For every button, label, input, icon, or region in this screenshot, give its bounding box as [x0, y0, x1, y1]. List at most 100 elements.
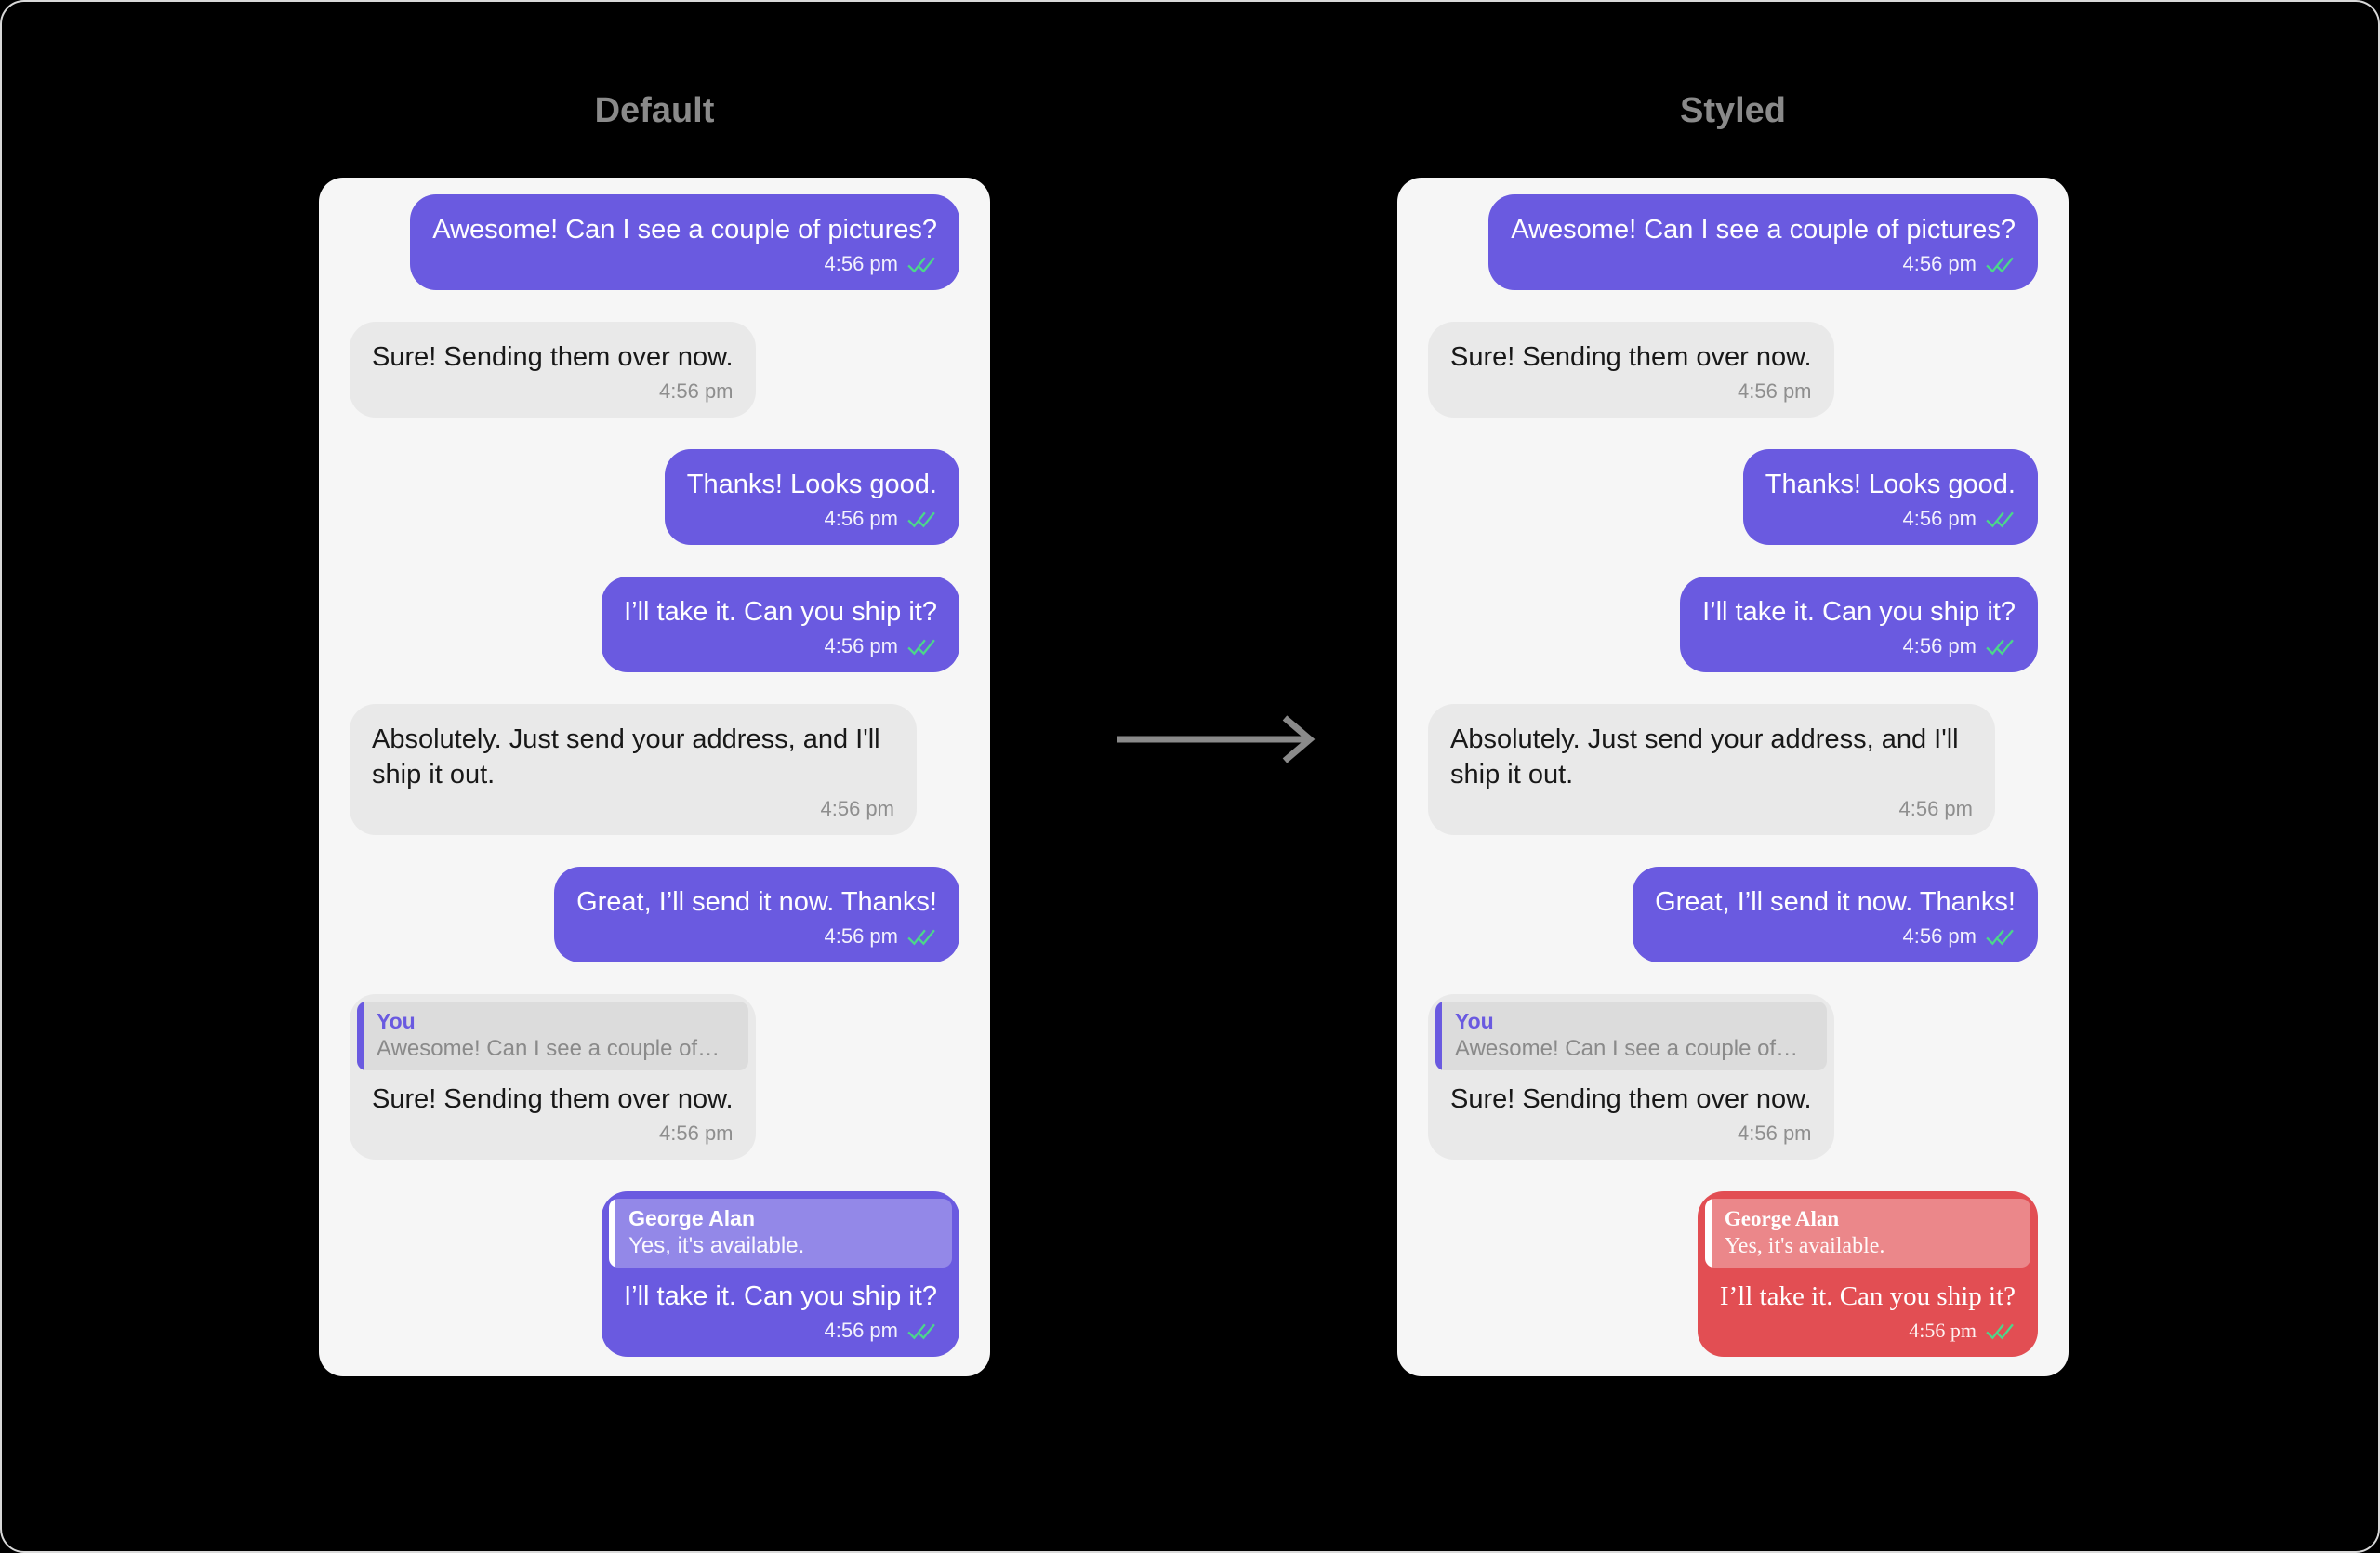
message-text: Sure! Sending them over now. [1450, 342, 1812, 372]
quote-text: Awesome! Can I see a couple of… [377, 1036, 721, 1061]
message-meta: 4:56 pm [624, 1317, 937, 1345]
message-meta: 4:56 pm [1702, 632, 2016, 660]
message-text: Awesome! Can I see a couple of pictures? [432, 215, 937, 245]
message-bubble[interactable]: Great, I’ll send it now. Thanks! 4:56 pm [554, 867, 959, 962]
quote-block: You Awesome! Can I see a couple of… [1435, 1002, 1827, 1070]
double-check-icon [907, 257, 935, 272]
message-row: George Alan Yes, it's available. I’ll ta… [350, 1191, 959, 1357]
double-check-icon [907, 639, 935, 655]
message-time: 4:56 pm [1902, 252, 1977, 275]
message-text: Great, I’ll send it now. Thanks! [1655, 887, 2016, 917]
quote-author: You [377, 1009, 416, 1033]
message-time: 4:56 pm [824, 507, 899, 530]
message-text: Absolutely. Just send your address, and … [372, 724, 880, 790]
quote-author: You [1455, 1009, 1494, 1033]
chat-panel-styled: Awesome! Can I see a couple of pictures?… [1397, 178, 2069, 1376]
message-bubble[interactable]: Absolutely. Just send your address, and … [350, 704, 917, 835]
message-row: Sure! Sending them over now. 4:56 pm [350, 322, 959, 418]
message-row: Great, I’ll send it now. Thanks! 4:56 pm [350, 867, 959, 962]
message-time: 4:56 pm [1898, 797, 1974, 820]
chat-panel-default: Awesome! Can I see a couple of pictures?… [319, 178, 990, 1376]
message-meta: 4:56 pm [1511, 250, 2016, 278]
message-text: I’ll take it. Can you ship it? [1719, 1281, 2016, 1311]
message-meta: 4:56 pm [1655, 923, 2016, 950]
message-bubble[interactable]: You Awesome! Can I see a couple of… Sure… [1428, 994, 1834, 1160]
message-row: Absolutely. Just send your address, and … [350, 704, 959, 835]
quote-author: George Alan [1724, 1207, 1840, 1230]
message-meta: 4:56 pm [1450, 795, 1974, 823]
message-meta: 4:56 pm [1720, 1317, 2016, 1345]
message-meta: 4:56 pm [1765, 505, 2016, 533]
quote-block: You Awesome! Can I see a couple of… [357, 1002, 748, 1070]
message-bubble[interactable]: George Alan Yes, it's available. I’ll ta… [602, 1191, 959, 1357]
message-meta: 4:56 pm [372, 1120, 734, 1148]
message-row: Thanks! Looks good. 4:56 pm [350, 449, 959, 545]
message-time: 4:56 pm [824, 1319, 899, 1342]
message-bubble[interactable]: Absolutely. Just send your address, and … [1428, 704, 1995, 835]
message-text: Great, I’ll send it now. Thanks! [576, 887, 937, 917]
message-bubble[interactable]: Thanks! Looks good. 4:56 pm [664, 449, 959, 545]
double-check-icon [1986, 257, 2014, 272]
quote-accent-bar [1704, 1199, 1712, 1268]
quote-block: George Alan Yes, it's available. [1704, 1199, 2030, 1268]
message-time: 4:56 pm [824, 634, 899, 657]
message-meta: 4:56 pm [576, 923, 937, 950]
message-bubble[interactable]: George Alan Yes, it's available. I’ll ta… [1697, 1191, 2038, 1357]
message-row: Great, I’ll send it now. Thanks! 4:56 pm [1428, 867, 2038, 962]
double-check-icon [1986, 639, 2014, 655]
message-bubble[interactable]: Awesome! Can I see a couple of pictures?… [1488, 194, 2038, 290]
message-text: I’ll take it. Can you ship it? [624, 597, 937, 627]
message-meta: 4:56 pm [1450, 1120, 1812, 1148]
message-meta: 4:56 pm [687, 505, 937, 533]
quote-accent-bar [1435, 1002, 1442, 1070]
message-bubble[interactable]: Sure! Sending them over now. 4:56 pm [350, 322, 756, 418]
message-meta: 4:56 pm [1450, 378, 1812, 405]
message-time: 4:56 pm [824, 924, 899, 948]
message-time: 4:56 pm [1902, 924, 1977, 948]
message-time: 4:56 pm [824, 252, 899, 275]
message-row: I’ll take it. Can you ship it? 4:56 pm [350, 577, 959, 672]
double-check-icon [1986, 1323, 2014, 1339]
message-row: George Alan Yes, it's available. I’ll ta… [1428, 1191, 2038, 1357]
message-bubble[interactable]: I’ll take it. Can you ship it? 4:56 pm [602, 577, 959, 672]
message-meta: 4:56 pm [372, 795, 895, 823]
message-row: You Awesome! Can I see a couple of… Sure… [1428, 994, 2038, 1160]
message-text: I’ll take it. Can you ship it? [1702, 597, 2016, 627]
message-bubble[interactable]: I’ll take it. Can you ship it? 4:56 pm [1680, 577, 2038, 672]
message-text: Sure! Sending them over now. [1450, 1084, 1812, 1114]
message-row: Thanks! Looks good. 4:56 pm [1428, 449, 2038, 545]
quote-accent-bar [609, 1199, 616, 1268]
message-text: Thanks! Looks good. [1765, 470, 2016, 499]
panel-title-styled: Styled [1679, 91, 1787, 130]
double-check-icon [907, 1323, 935, 1339]
message-text: Thanks! Looks good. [686, 470, 937, 499]
message-bubble[interactable]: You Awesome! Can I see a couple of… Sure… [350, 994, 756, 1160]
quote-text: Yes, it's available. [1724, 1234, 1885, 1258]
message-bubble[interactable]: Great, I’ll send it now. Thanks! 4:56 pm [1633, 867, 2038, 962]
quote-text: Awesome! Can I see a couple of… [1455, 1036, 1799, 1061]
message-time: 4:56 pm [1909, 1319, 1977, 1342]
message-time: 4:56 pm [659, 1122, 734, 1145]
message-time: 4:56 pm [1902, 634, 1977, 657]
double-check-icon [907, 511, 935, 527]
message-time: 4:56 pm [1738, 1122, 1812, 1145]
message-meta: 4:56 pm [624, 632, 937, 660]
message-bubble[interactable]: Sure! Sending them over now. 4:56 pm [1428, 322, 1834, 418]
panel-title-default: Default [594, 91, 715, 130]
message-row: I’ll take it. Can you ship it? 4:56 pm [1428, 577, 2038, 672]
double-check-icon [1986, 511, 2014, 527]
message-text: I’ll take it. Can you ship it? [624, 1281, 937, 1311]
message-bubble[interactable]: Thanks! Looks good. 4:56 pm [1742, 449, 2038, 545]
message-time: 4:56 pm [659, 379, 734, 403]
double-check-icon [907, 929, 935, 945]
message-row: Awesome! Can I see a couple of pictures?… [350, 194, 959, 290]
message-text: Sure! Sending them over now. [372, 1084, 734, 1114]
message-meta: 4:56 pm [432, 250, 937, 278]
quote-text: Yes, it's available. [628, 1233, 805, 1258]
message-row: Awesome! Can I see a couple of pictures?… [1428, 194, 2038, 290]
message-text: Awesome! Can I see a couple of pictures? [1511, 215, 2016, 245]
message-bubble[interactable]: Awesome! Can I see a couple of pictures?… [410, 194, 959, 290]
quote-author: George Alan [628, 1206, 756, 1230]
right-arrow-icon [1114, 710, 1320, 768]
